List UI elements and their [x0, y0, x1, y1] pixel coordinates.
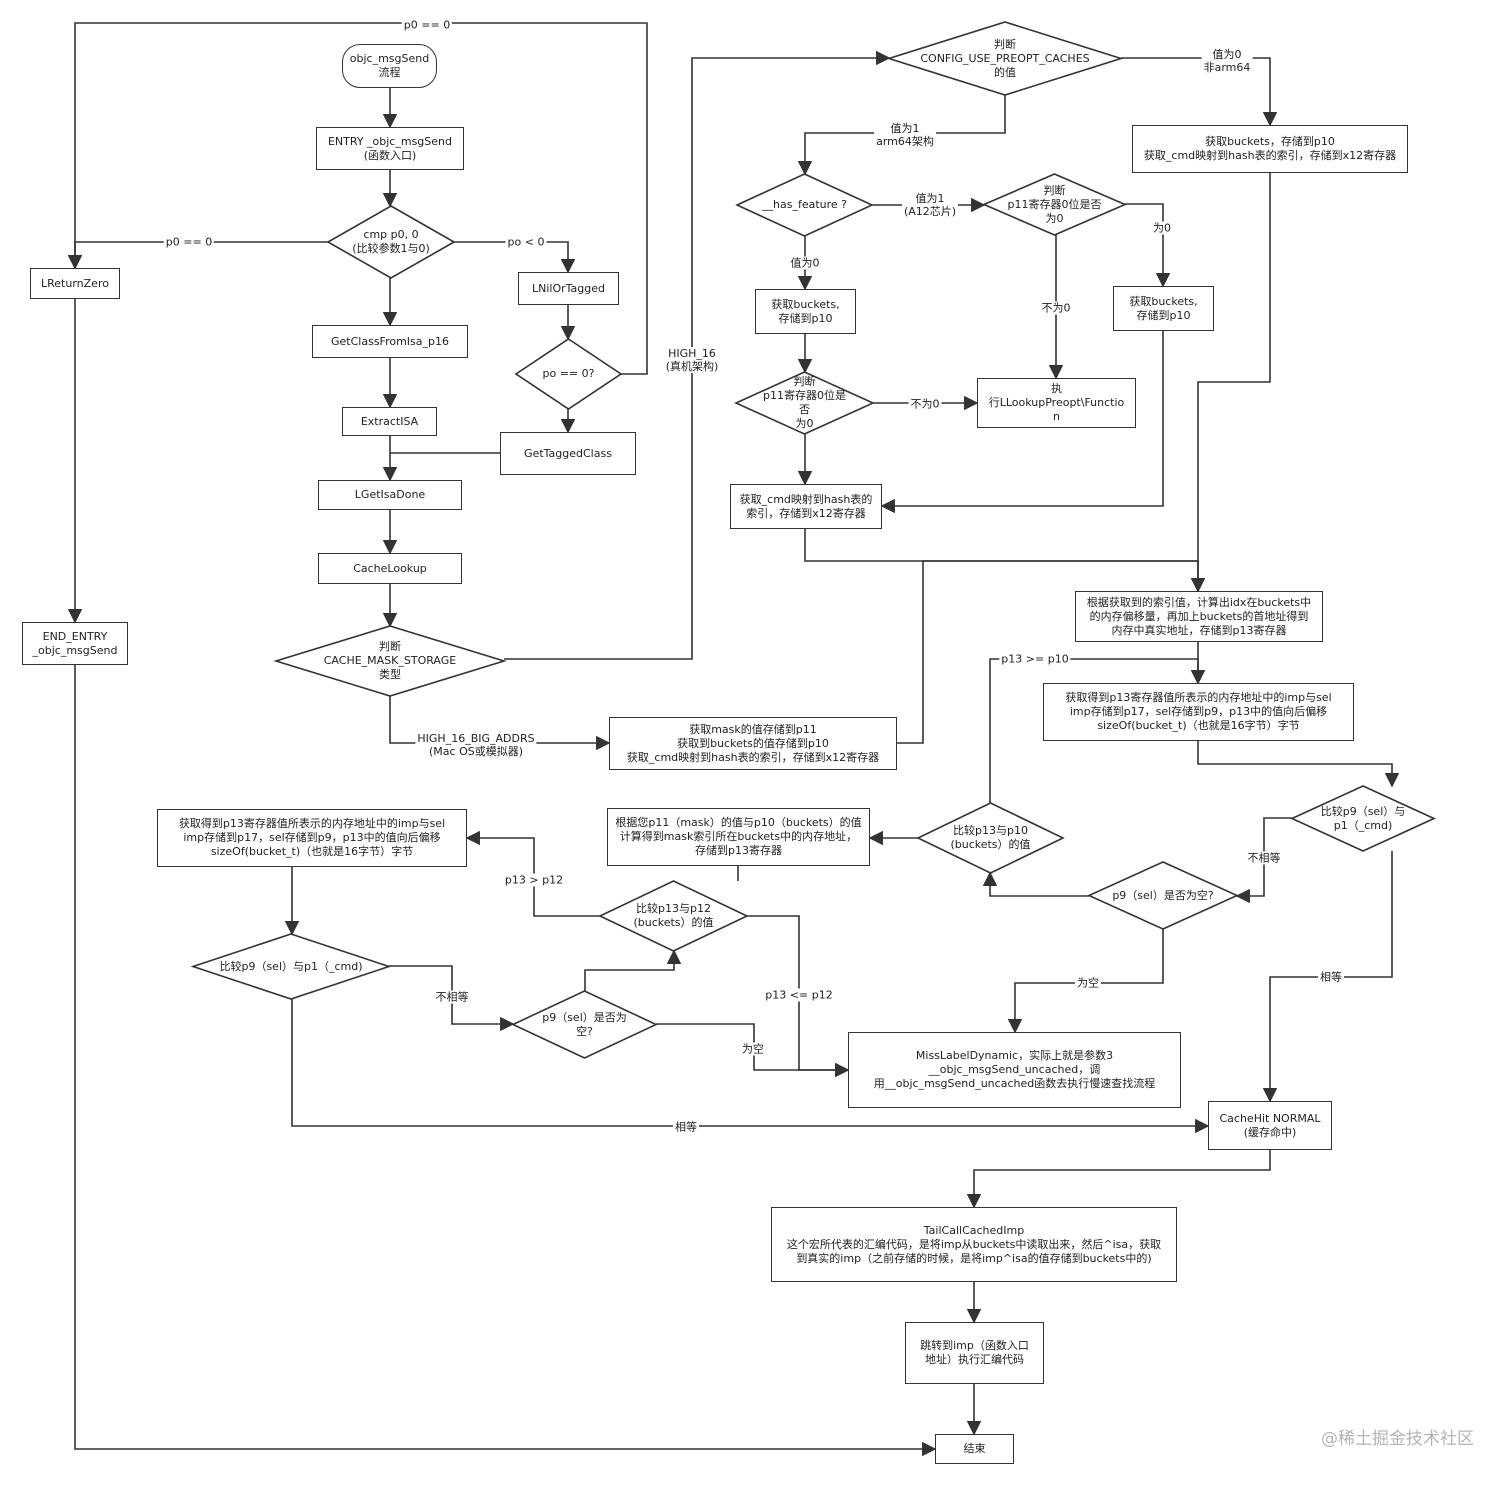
selnull-left-decision: p9（sel）是否为空? [542, 1010, 627, 1038]
label-null-right: 为空 [1075, 976, 1101, 990]
selnull-right-decision: p9（sel）是否为空? [1112, 888, 1214, 902]
label-high16big: HIGH_16_BIG_ADDRS (Mac OS或模拟器) [415, 732, 537, 758]
label-not0-b: 不为0 [908, 397, 942, 411]
watermark: @稀土掘金技术社区 [1321, 1429, 1474, 1449]
cmp-p13-p10-decision: 比较p13与p10 (buckets）的值 [950, 824, 1031, 851]
label-p0eq0-top: p0 == 0 [401, 18, 453, 32]
p11bit-decision: 判断 p11寄存器0位是否 为0 [763, 375, 846, 430]
edge-cachehit-to-tailcall [966, 1150, 1271, 1209]
getmask-node: 获取mask的值存储到p11 获取到buckets的值存储到p10 获取_cmd… [609, 717, 897, 770]
edge-getbuckets-b-to-getcmdidx [880, 331, 1164, 514]
edge-po0-to-lreturnzero [67, 22, 648, 375]
label-eq-left: 相等 [673, 1120, 699, 1134]
calcaddr-node: 根据获取到的索引值，计算出idx在buckets中 的内存偏移量，再加上buck… [1075, 591, 1323, 642]
cmpsel-left-decision: 比较p9（sel）与p1（_cmd) [219, 959, 363, 973]
exec-preopt-node: 执 行LLookupPreopt\Functio n [977, 378, 1136, 428]
selnull-left-diamond-shape [511, 990, 658, 1059]
label-is0: 为0 [1151, 221, 1173, 235]
edge-cmpsel-left-to-cachehit [291, 999, 1210, 1134]
label-neq-right: 不相等 [1245, 851, 1283, 865]
edge-getmask-to-calcaddr [897, 560, 1198, 744]
cmpsel-right-decision: 比较p9（sel）与p1（_cmd) [1320, 804, 1406, 832]
extractisa-node: ExtractISA [342, 407, 437, 436]
hasfeature-decision: __has_feature ? [762, 198, 847, 211]
edge-nonarm-to-calcaddr [1190, 173, 1271, 593]
jumpimp-node: 跳转到imp（函数入口 地址）执行汇编代码 [905, 1322, 1044, 1384]
cachemask-decision: 判断 CACHE_MASK_STORAGE 类型 [323, 640, 457, 681]
getbuckets-b-node: 获取buckets, 存储到p10 [1113, 286, 1214, 331]
edge-getimpsel-right-to-cmpsel [1197, 741, 1400, 788]
edge-endentry-to-end [74, 665, 937, 1457]
label-p0eq0-left: p0 == 0 [163, 235, 215, 249]
label-eq-right: 相等 [1318, 970, 1344, 984]
cmp-diamond-shape [326, 205, 456, 279]
end-node: 结束 [935, 1434, 1014, 1464]
edge-cmp-p13-p10-to-calcaddr [989, 658, 1206, 803]
edge-selnull-right-to-cmp-p13-p10 [982, 871, 1089, 897]
getimpsel-right-node: 获取得到p13寄存器值所表示的内存地址中的imp与sel imp存储到p17，s… [1043, 683, 1354, 741]
getclassfromisa-node: GetClassFromIsa_p16 [312, 325, 468, 358]
label-val0-non-arm64: 值为0 非arm64 [1201, 48, 1253, 74]
label-high16: HIGH_16 (真机架构) [663, 347, 721, 373]
gettaggedclass-node: GetTaggedClass [500, 432, 636, 475]
getbuckets-a-node: 获取buckets, 存储到p10 [755, 289, 856, 334]
cmpsel-left-diamond-shape [190, 933, 392, 1000]
cmp-p13-p12-decision: 比较p13与p12 (buckets）的值 [633, 902, 714, 929]
label-val0-feature: 值为0 [788, 256, 822, 270]
missdynamic-node: MissLabelDynamic，实际上就是参数3 __objc_msgSend… [848, 1032, 1181, 1108]
label-null-left: 为空 [740, 1042, 766, 1056]
endentry-node: END_ENTRY _objc_msgSend [22, 622, 128, 665]
edge-getcmdidx-to-calcaddr [804, 529, 1206, 593]
edge-p11a12-to-getbuckets-b [1125, 203, 1171, 288]
label-neq-left: 不相等 [433, 990, 471, 1004]
tailcall-node: TailCallCachedImp 这个宏所代表的汇编代码，是将imp从buck… [771, 1207, 1177, 1282]
cachelookup-node: CacheLookup [318, 553, 462, 584]
p11bit-a12-diamond-shape [981, 173, 1128, 236]
p11bit-a12-decision: 判断 p11寄存器0位是否 为0 [1007, 183, 1102, 225]
entry-node: ENTRY _objc_msgSend (函数入口) [316, 127, 464, 170]
getbuckets-nonarm-node: 获取buckets，存储到p10 获取_cmd映射到hash表的索引，存储到x1… [1132, 125, 1408, 173]
getcmdidx-node: 获取_cmd映射到hash表的 索引，存储到x12寄存器 [730, 484, 882, 529]
lnilortagged-node: LNilOrTagged [518, 272, 619, 305]
label-polt0: po < 0 [505, 235, 547, 249]
calcmask-node: 根据您p11（mask）的值与p10（buckets）的值 计算得到mask索引… [607, 808, 870, 866]
label-val1-a12: 值为1 (A12芯片) [901, 192, 959, 218]
label-not0-a: 不为0 [1039, 301, 1073, 315]
start-node: objc_msgSend 流程 [342, 44, 437, 88]
cmp-decision: cmp p0, 0 (比较参数1与0) [352, 228, 430, 255]
label-p13-le-p12: p13 <= p12 [763, 988, 835, 1002]
po0-decision: po == 0? [542, 367, 595, 380]
getimpsel-left-node: 获取得到p13寄存器值所表示的内存地址中的imp与sel imp存储到p17，s… [157, 809, 467, 867]
lgetisadone-node: LGetIsaDone [318, 480, 462, 510]
edge-selnull-left-to-cmp-p13-p12 [584, 949, 682, 991]
label-p13-ge-p10: p13 >= p10 [999, 652, 1071, 666]
edge-cmp-to-lnil [454, 241, 576, 274]
preopt-decision: 判断CONFIG_USE_PREOPT_CACHES 的值 [920, 37, 1090, 79]
edge-preopt-to-nonarm [1121, 57, 1278, 127]
label-p13-gt-p12: p13 > p12 [502, 873, 566, 887]
label-val1-arm64: 值为1 arm64架构 [874, 122, 936, 148]
cmpsel-right-diamond-shape [1290, 785, 1436, 852]
lreturnzero-node: LReturnZero [30, 268, 120, 299]
cachehit-node: CacheHit NORMAL (缓存命中) [1208, 1101, 1332, 1150]
